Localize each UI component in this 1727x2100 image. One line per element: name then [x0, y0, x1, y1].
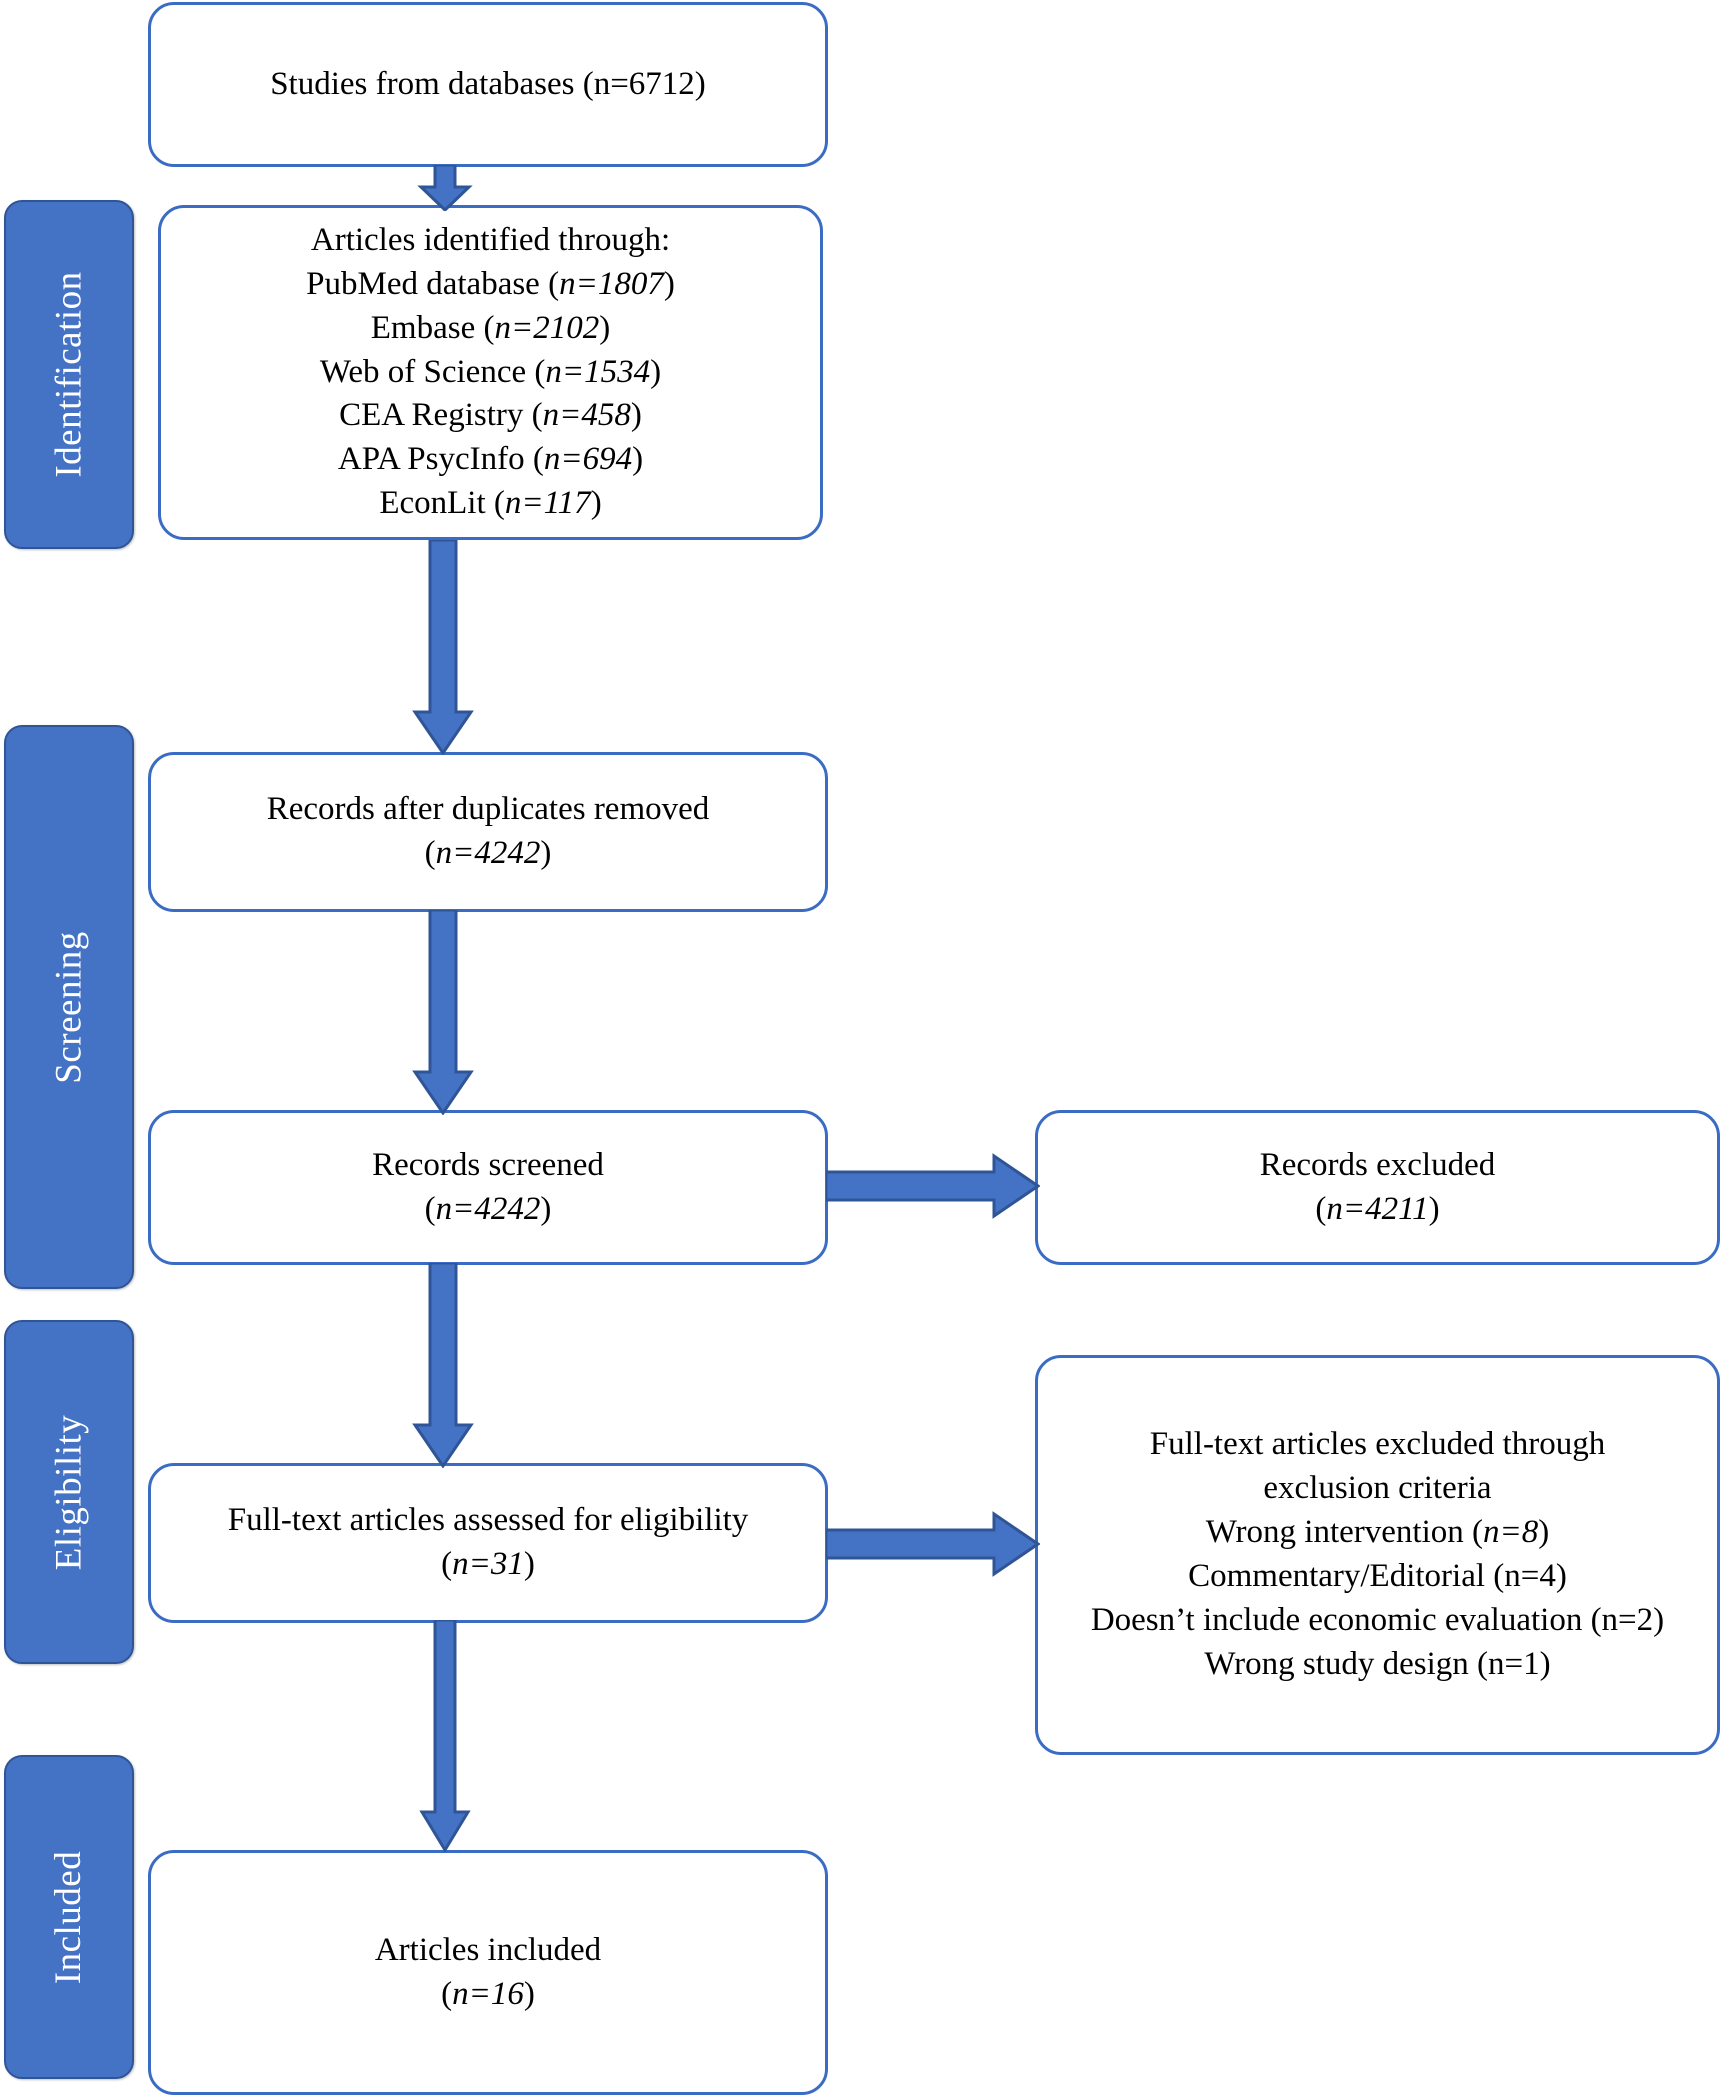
- stage-tab-eligibility: Eligibility: [4, 1320, 134, 1664]
- box-records-excluded: Records excluded (n=4211): [1035, 1110, 1720, 1265]
- stage-tab-included: Included: [4, 1755, 134, 2079]
- box-text-line: Full-text articles excluded through: [1149, 1426, 1606, 1463]
- count-value: n=458: [542, 397, 631, 434]
- arrow-duplicates-to-screened: [408, 910, 478, 1115]
- count-value: n=16: [452, 1975, 524, 2012]
- box-text-line: PubMed database (n=1807): [306, 265, 675, 302]
- stage-tab-included-label: Included: [48, 1850, 90, 1984]
- arrow-identified-to-duplicates: [408, 540, 478, 755]
- arrow-databases-to-identified: [415, 165, 475, 211]
- stage-tab-screening: Screening: [4, 725, 134, 1289]
- box-text-line: Embase (n=2102): [370, 309, 611, 346]
- count-value: n=4242: [435, 835, 541, 871]
- box-text-line: APA PsycInfo (n=694): [337, 441, 644, 478]
- box-fulltext-assessed: Full-text articles assessed for eligibil…: [148, 1463, 828, 1623]
- box-studies-from-databases: Studies from databases (n=6712): [148, 2, 828, 167]
- count-value: n=1534: [545, 353, 651, 390]
- box-text-line: Records screened: [372, 1146, 604, 1183]
- box-studies-from-databases-text: Studies from databases (n=6712): [252, 63, 724, 107]
- box-articles-identified: Articles identified through: PubMed datab…: [158, 205, 823, 540]
- box-text-line: exclusion criteria: [1263, 1470, 1492, 1507]
- box-records-excluded-text: Records excluded (n=4211): [1242, 1144, 1514, 1232]
- box-articles-included: Articles included (n=16): [148, 1850, 828, 2095]
- box-text-line: Records excluded: [1259, 1146, 1496, 1183]
- box-articles-identified-text: Articles identified through: PubMed datab…: [288, 219, 693, 526]
- box-fulltext-excluded-text: Full-text articles excluded through exclu…: [1073, 1423, 1682, 1686]
- box-text-line: (n=4211): [1315, 1190, 1440, 1227]
- arrow-screened-to-fulltext: [408, 1263, 478, 1468]
- box-text-line: EconLit (n=117): [379, 485, 602, 522]
- box-fulltext-excluded: Full-text articles excluded through exclu…: [1035, 1355, 1720, 1755]
- stage-tab-identification-label: Identification: [48, 271, 90, 478]
- count-value: n=31: [452, 1546, 524, 1582]
- box-text-line: Wrong intervention (n=8): [1205, 1514, 1550, 1551]
- box-records-screened-text: Records screened (n=4242): [354, 1144, 622, 1232]
- box-text-line: (n=16): [441, 1975, 535, 2012]
- box-text-line: (n=4242): [424, 1190, 552, 1227]
- count-value: n=1807: [559, 265, 664, 302]
- count-value: n=2102: [494, 309, 600, 346]
- box-records-after-duplicates-text: Records after duplicates removed (n=4242): [249, 788, 728, 876]
- count-value: n=117: [504, 485, 591, 522]
- box-text-line: Web of Science (n=1534): [319, 353, 662, 390]
- stage-tab-eligibility-label: Eligibility: [48, 1414, 90, 1570]
- box-fulltext-assessed-text: Full-text articles assessed for eligibil…: [210, 1499, 767, 1587]
- box-text-line: Doesn’t include economic evaluation (n=2…: [1090, 1601, 1665, 1638]
- count-value: n=4211: [1326, 1190, 1429, 1227]
- box-text-line: Wrong study design (n=1): [1204, 1645, 1551, 1682]
- box-text-line: Commentary/Editorial (n=4): [1188, 1558, 1567, 1594]
- box-text-line: Records after duplicates removed: [266, 791, 710, 828]
- box-articles-included-text: Articles included (n=16): [357, 1929, 619, 2017]
- box-text-line: Studies from databases (n=6712): [270, 65, 706, 102]
- box-records-screened: Records screened (n=4242): [148, 1110, 828, 1265]
- box-records-after-duplicates: Records after duplicates removed (n=4242): [148, 752, 828, 912]
- arrow-fulltext-to-excluded: [826, 1508, 1040, 1580]
- stage-tab-screening-label: Screening: [48, 930, 90, 1084]
- box-text-line: (n=31): [441, 1546, 535, 1582]
- arrow-fulltext-to-included: [415, 1620, 475, 1852]
- count-value: n=694: [543, 441, 633, 478]
- stage-tab-identification: Identification: [4, 200, 134, 549]
- box-text-line: Articles identified through:: [310, 221, 671, 258]
- box-text-line: CEA Registry (n=458): [339, 397, 642, 434]
- box-text-line: Full-text articles assessed for eligibil…: [227, 1502, 749, 1539]
- arrow-screened-to-excluded: [826, 1150, 1040, 1222]
- count-value: n=4242: [435, 1190, 541, 1227]
- count-value: n=8: [1482, 1514, 1539, 1551]
- box-text-line: Articles included: [374, 1931, 602, 1968]
- box-text-line: (n=4242): [424, 835, 552, 871]
